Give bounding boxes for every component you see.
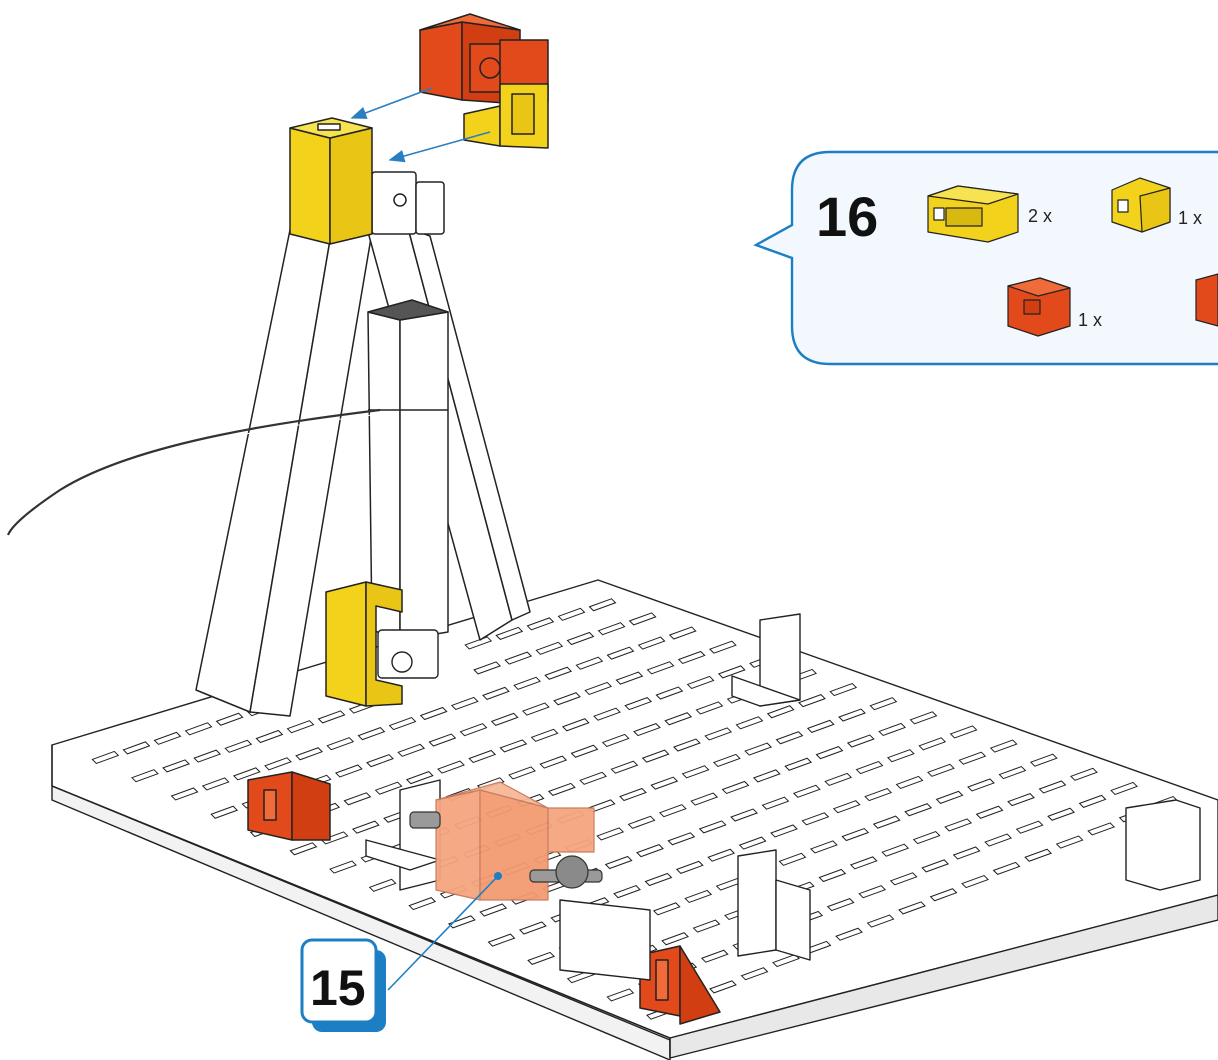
- white-connector-block: [372, 172, 444, 234]
- parts-callout: 16 2 x 1 x 1 x: [756, 152, 1218, 364]
- part-qty-3: 1 x: [1078, 310, 1102, 330]
- part-qty-2: 1 x: [1178, 208, 1202, 228]
- yellow-top-block: [290, 118, 372, 244]
- part-icon-red-angle-partial: [1196, 274, 1218, 326]
- part-qty-1: 2 x: [1028, 206, 1052, 226]
- step-marker-number: 15: [310, 960, 366, 1016]
- part-icon-yellow-block-2x: [928, 186, 1018, 242]
- white-motor-mount: [378, 630, 438, 678]
- part-icon-yellow-block-1x: [1112, 178, 1170, 232]
- red-corner-left: [248, 772, 330, 840]
- part-icon-red-block-1x: [1008, 278, 1070, 336]
- callout-step-number: 16: [816, 185, 878, 248]
